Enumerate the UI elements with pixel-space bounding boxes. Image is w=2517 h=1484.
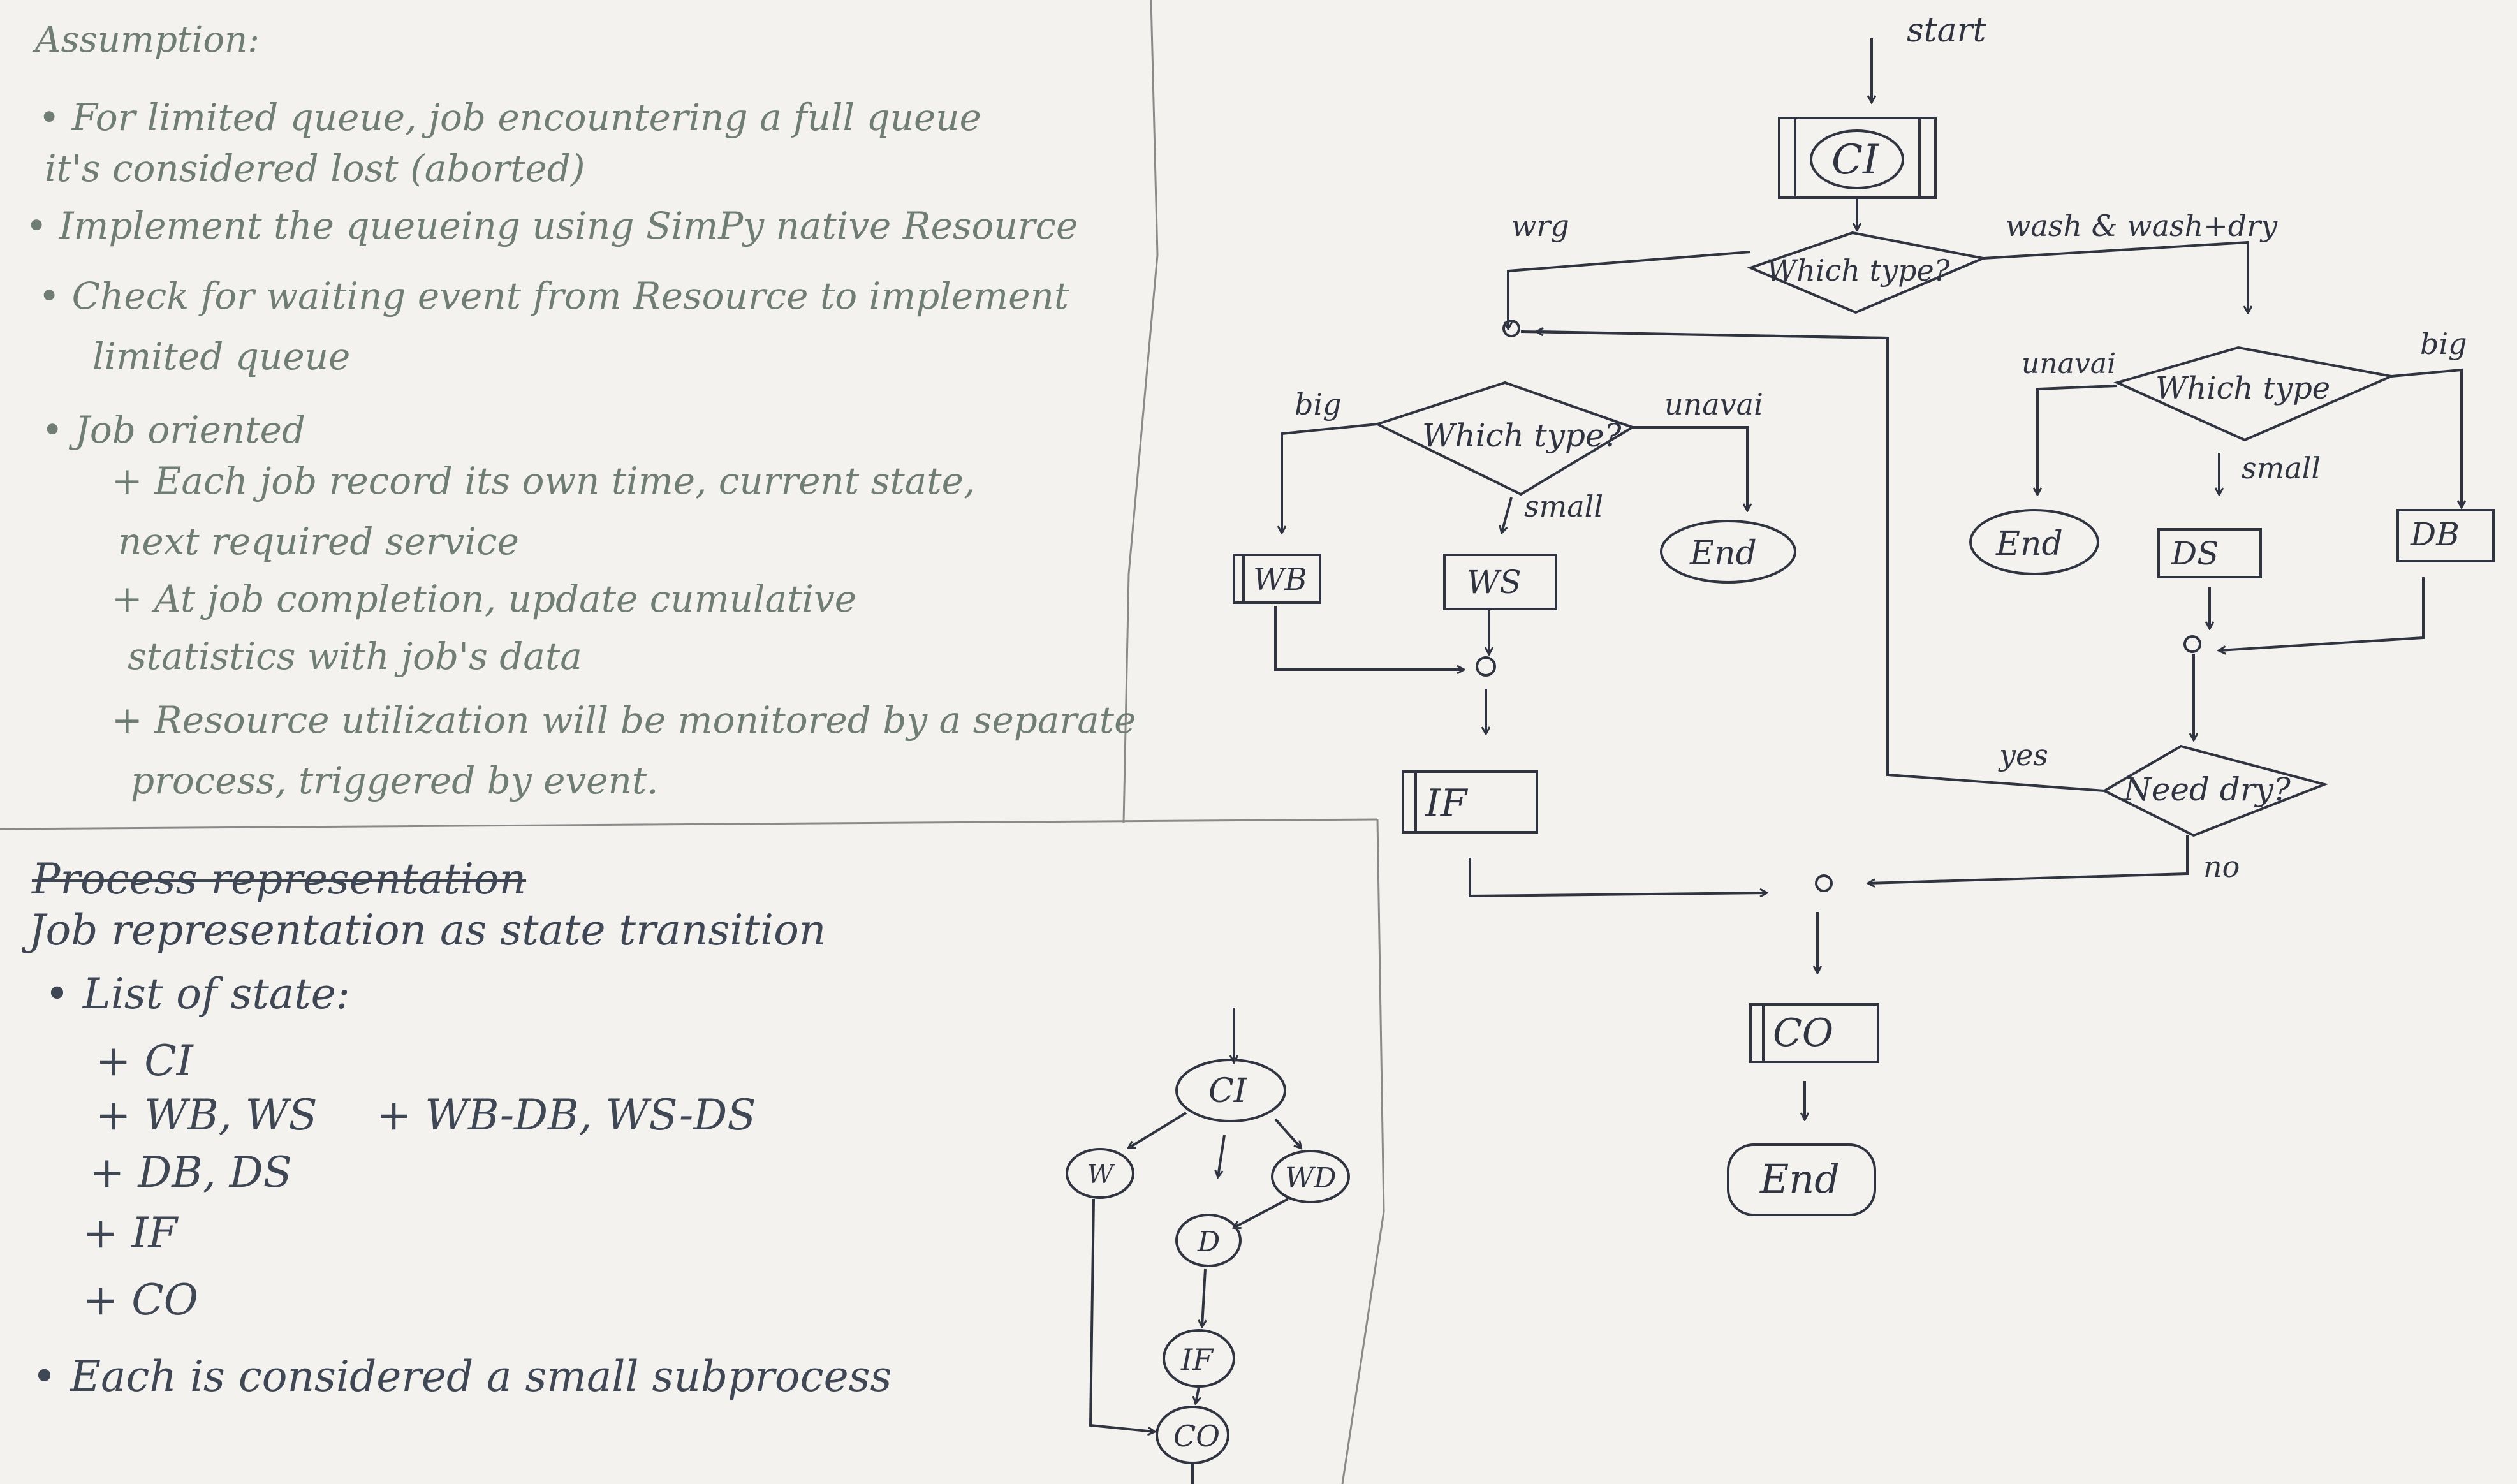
end-left-label: End	[1689, 534, 1757, 573]
co-box	[1749, 1003, 1879, 1063]
which-type-2-label: Which type?	[1422, 417, 1622, 454]
need-dry-diamond	[2101, 744, 2329, 837]
state-w-label: W	[1087, 1160, 1115, 1189]
state-representation-notes: Process representation Job representatio…	[0, 829, 1371, 1484]
start-label: start	[1907, 11, 1986, 50]
ds-label: DS	[2171, 535, 2219, 572]
footer-note: • Each is considered a small subprocess	[32, 1352, 892, 1401]
state-d-label: D	[1197, 1226, 1220, 1258]
representation-heading: Job representation as state transition	[29, 906, 826, 955]
unavai-right-label: unavai	[2022, 348, 2116, 380]
ci-ellipse	[1810, 129, 1904, 189]
big-left-label: big	[1295, 387, 1342, 422]
wash-label: wash & wash+dry	[2006, 209, 2278, 243]
assumption-notes: Assumption: • For limited queue, job enc…	[0, 0, 1161, 829]
state-item-co: + CO	[83, 1275, 198, 1325]
wb-label: WB	[1253, 562, 1307, 598]
state-if	[1163, 1329, 1235, 1388]
which-type-3-label: Which type	[2155, 371, 2330, 406]
ci-label: CI	[1831, 136, 1880, 184]
merge-node-final	[1815, 874, 1833, 892]
flowchart	[1233, 38, 2495, 1216]
small-right-label: small	[2242, 451, 2321, 485]
db-label: DB	[2410, 516, 2460, 553]
ds-box	[2157, 528, 2262, 578]
assumption-line-6: • Job oriented	[41, 408, 306, 452]
wb-box	[1233, 554, 1321, 604]
state-wd	[1271, 1150, 1350, 1203]
assumption-line-8: next required service	[118, 520, 519, 563]
no-label: no	[2203, 849, 2240, 884]
state-ci	[1175, 1059, 1286, 1122]
state-item-if: + IF	[83, 1209, 178, 1258]
small-left-label: small	[1524, 489, 1603, 524]
list-title: • List of state:	[45, 969, 350, 1018]
merge-node-1	[1502, 320, 1520, 337]
end-final-label: End	[1759, 1156, 1840, 1202]
assumption-line-5: limited queue	[92, 335, 351, 378]
state-if-label: IF	[1180, 1342, 1214, 1377]
assumption-title: Assumption:	[35, 19, 260, 61]
merge-node-3	[2183, 635, 2201, 653]
assumption-line-10: statistics with job's data	[128, 635, 582, 678]
end-right-ellipse	[1969, 509, 2099, 575]
assumption-line-3: • Implement the queueing using SimPy nat…	[26, 204, 1078, 247]
struck-heading: Process representation	[32, 855, 527, 904]
state-co-label: CO	[1173, 1419, 1220, 1453]
state-graph	[1066, 1008, 1350, 1484]
if-label: IF	[1425, 781, 1469, 826]
end-final-box	[1727, 1143, 1876, 1216]
assumption-line-2: it's considered lost (aborted)	[45, 147, 585, 190]
state-item-ci: + CI	[96, 1036, 193, 1085]
state-item-db-ds: + DB, DS	[89, 1148, 292, 1197]
state-ci-label: CI	[1208, 1072, 1248, 1110]
assumption-line-4: • Check for waiting event from Resource …	[38, 274, 1069, 318]
which-type-1-label: Which type?	[1766, 253, 1950, 288]
db-box	[2396, 509, 2495, 562]
ws-label: WS	[1467, 564, 1522, 601]
unavai-left-label: unavai	[1664, 387, 1763, 422]
assumption-line-9: + At job completion, update cumulative	[112, 577, 857, 621]
assumption-line-1: • For limited queue, job encountering a …	[38, 96, 981, 139]
co-label: CO	[1773, 1011, 1833, 1055]
end-left-ellipse	[1660, 520, 1796, 584]
state-d	[1175, 1214, 1242, 1267]
state-wd-label: WD	[1285, 1162, 1337, 1194]
end-right-label: End	[1995, 525, 2063, 563]
big-right-label: big	[2420, 327, 2467, 361]
state-co	[1156, 1406, 1229, 1464]
page-dividers	[0, 0, 1385, 1484]
yes-label: yes	[1998, 738, 2048, 772]
assumption-line-12: process, triggered by event.	[131, 759, 659, 802]
assumption-line-11: + Resource utilization will be monitored…	[112, 698, 1136, 742]
state-item-wb-ws: + WB, WS	[96, 1091, 318, 1140]
flowchart-labels: start CI Which type? wrg wash & wash+dry…	[1253, 11, 2467, 1202]
assumption-line-7: + Each job record its own time, current …	[112, 459, 976, 503]
wrg-label: wrg	[1511, 209, 1569, 243]
need-dry-label: Need dry?	[2123, 771, 2291, 808]
if-box	[1402, 770, 1538, 834]
state-graph-labels: CI W WD D IF CO	[1087, 1072, 1337, 1453]
ws-box	[1443, 554, 1557, 610]
state-item-wb-db: + WB-DB, WS-DS	[376, 1091, 756, 1140]
merge-node-2	[1476, 656, 1496, 677]
state-w	[1066, 1148, 1134, 1199]
